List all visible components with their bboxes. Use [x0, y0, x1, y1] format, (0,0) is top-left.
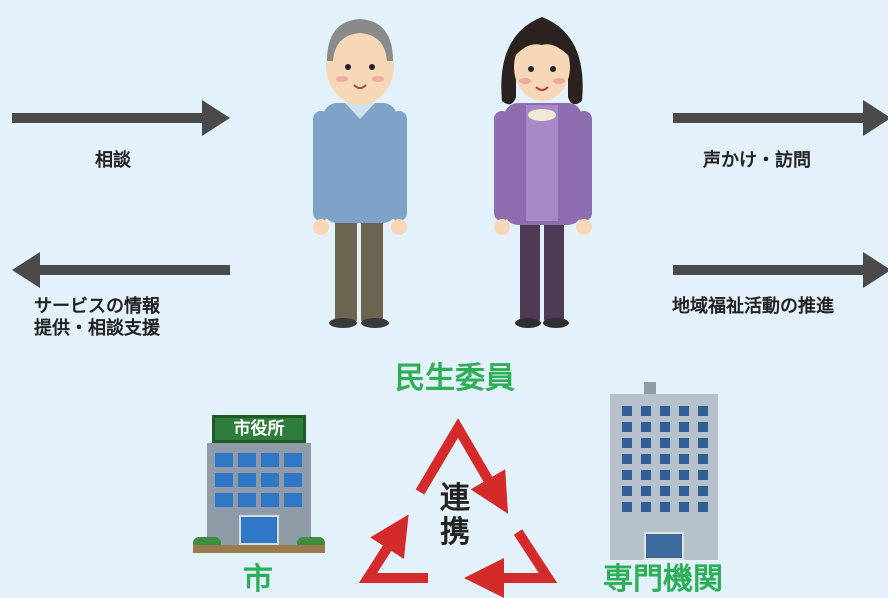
label-city: 市 — [243, 562, 273, 597]
label-soudan: 相談 — [95, 150, 131, 171]
expert-institution-building — [610, 382, 718, 560]
expert-building-door — [644, 532, 684, 560]
label-minsei-iin: 民生委員 — [395, 361, 515, 396]
label-experts: 専門機関 — [603, 562, 723, 597]
label-koekake: 声かけ・訪問 — [703, 150, 811, 171]
label-service-line2: 提供・相談支援 — [34, 318, 160, 339]
label-renkei-2: 携 — [440, 515, 470, 550]
label-chiiki: 地域福祉活動の推進 — [672, 296, 834, 317]
city-hall-door — [239, 515, 279, 545]
city-hall-sign: 市役所 — [212, 415, 306, 443]
city-hall-building: 市役所 — [193, 415, 325, 553]
arrow-right-soudan — [12, 100, 230, 136]
elderly-man-illustration — [313, 19, 407, 328]
elderly-woman-illustration — [494, 17, 592, 328]
label-service-line1: サービスの情報 — [34, 296, 160, 317]
arrow-right-chiiki — [673, 252, 888, 288]
arrow-left-service — [12, 252, 230, 288]
label-renkei-1: 連 — [440, 481, 470, 516]
arrow-right-koekake — [673, 100, 888, 136]
